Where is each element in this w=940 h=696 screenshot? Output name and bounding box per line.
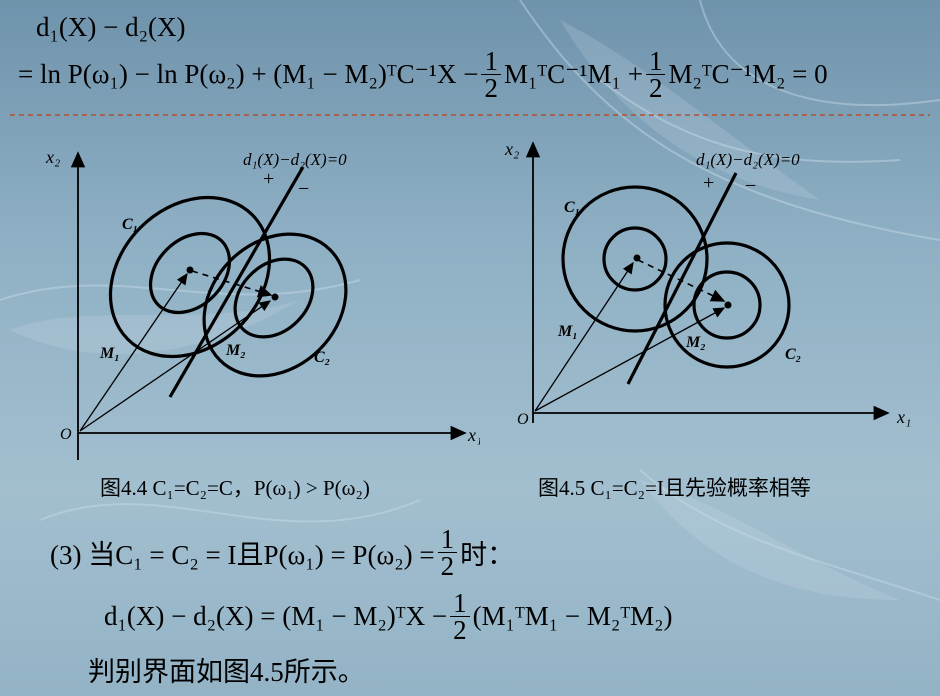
fig45-mean2-point — [724, 301, 732, 309]
fig45-c2-outer-circle — [663, 241, 791, 369]
section3-half-den: 2 — [440, 550, 455, 581]
fig45-m1-label: M₁ — [557, 323, 578, 340]
fig44-c2-inner-ellipse — [233, 257, 315, 339]
header-divider — [10, 114, 930, 116]
fig45-m1-vector — [534, 261, 634, 412]
equation-line-2: = ln P(ω₁) − ln P(ω₂) + (M₁ − M₂)ᵀC⁻¹X −… — [18, 46, 828, 102]
half-fraction-2-den: 2 — [648, 72, 663, 103]
fig45-decision-boundary — [626, 172, 738, 385]
section3-eq-half-fraction: 1 2 — [450, 589, 470, 645]
fig44-decision-boundary — [168, 166, 305, 398]
section3-equation-line: d₁(X) − d₂(X) = (M₁ − M₂)ᵀX − 1 2 (M₁ᵀM₁… — [104, 588, 673, 644]
fig45-axis-y-label: x₂ — [504, 139, 519, 159]
fig44-boundary-label: d₁(X)−d₂(X)=0 — [243, 150, 347, 169]
diagram-fig-4-5: d₁(X)−d₂(X)=0 + − x₂ x₁ O C₁ C₂ M₁ M₂ — [504, 139, 911, 428]
equation-line-1: d₁(X) − d₂(X) — [36, 12, 186, 42]
fig44-c2-outer-ellipse — [202, 232, 348, 378]
section3-condition-line: (3) 当C₁ = C₂ = I且P(ω₁) = P(ω₂) = 1 2 时： — [50, 524, 514, 580]
half-fraction-2-num: 1 — [645, 47, 666, 75]
fig44-m2-vector — [79, 300, 272, 432]
fig45-m2-vector — [534, 307, 726, 412]
fig44-plus-sign: + — [263, 168, 274, 190]
fig44-caption: 图4.4 C₁=C₂=C，P(ω₁) > P(ω₂) — [100, 476, 370, 500]
fig45-axis-x-label: x₁ — [896, 407, 911, 427]
section3-intro: (3) 当C₁ = C₂ = I且P(ω₁) = P(ω₂) = — [50, 539, 435, 570]
fig44-m2-label: M₂ — [225, 342, 246, 359]
section3-half-fraction: 1 2 — [437, 525, 458, 581]
fig44-m1-vector — [79, 272, 188, 432]
fig45-minus-sign: − — [745, 175, 756, 197]
fig44-axis-y-label: x₂ — [45, 147, 60, 167]
fig44-c1-inner-ellipse — [148, 231, 232, 315]
fig45-c2-inner-circle — [692, 270, 762, 340]
fig44-dashed-mean-link — [191, 270, 273, 298]
equation-line-2-prefix: = ln P(ω₁) − ln P(ω₂) + (M₁ − M₂)ᵀC⁻¹X − — [18, 58, 479, 89]
diagram-fig-4-4: d₁(X)−d₂(X)=0 + − x₂ x₁ O C₁ C₂ M₁ M₂ — [45, 147, 480, 460]
half-fraction-1: 1 2 — [481, 47, 501, 103]
equation-line-2-mid: M₁ᵀC⁻¹M₁ + — [503, 58, 643, 89]
fig45-boundary-label: d₁(X)−d₂(X)=0 — [696, 150, 800, 169]
fig44-m1-label: M₁ — [99, 345, 120, 362]
section3-tail: 时： — [460, 539, 515, 570]
fig45-c1-inner-circle — [602, 226, 668, 292]
fig45-c1-outer-circle — [561, 185, 709, 333]
fig44-axis-x-label: x₁ — [467, 425, 480, 445]
section3-conclusion: 判别界面如图4.5所示。 — [88, 657, 365, 687]
fig45-plus-sign: + — [703, 172, 714, 194]
half-fraction-1-num: 1 — [481, 47, 501, 75]
fig44-mean1-point — [186, 266, 194, 274]
section3-half-num: 1 — [437, 525, 458, 553]
half-fraction-2: 1 2 — [645, 47, 666, 103]
fig44-mean2-point — [271, 293, 279, 301]
fig45-c2-label: C₂ — [785, 346, 801, 363]
half-fraction-1-den: 2 — [484, 72, 498, 103]
fig44-c2-label: C₂ — [314, 349, 330, 366]
fig45-m2-label: M₂ — [685, 334, 706, 351]
fig45-c1-label: C₁ — [564, 199, 580, 216]
fig44-minus-sign: − — [298, 178, 309, 200]
section3-eq-left: d₁(X) − d₂(X) = (M₁ − M₂)ᵀX − — [104, 600, 448, 631]
fig45-origin-label: O — [517, 411, 529, 428]
fig44-origin-label: O — [60, 426, 72, 443]
section3-eq-right: (M₁ᵀM₁ − M₂ᵀM₂) — [472, 600, 673, 631]
section3-eq-half-num: 1 — [450, 589, 470, 617]
fig44-c1-label: C₁ — [122, 216, 138, 233]
equation-line-2-end: M₂ᵀC⁻¹M₂ = 0 — [668, 58, 828, 89]
section3-eq-half-den: 2 — [453, 614, 467, 645]
fig45-caption: 图4.5 C₁=C₂=I且先验概率相等 — [538, 476, 811, 500]
